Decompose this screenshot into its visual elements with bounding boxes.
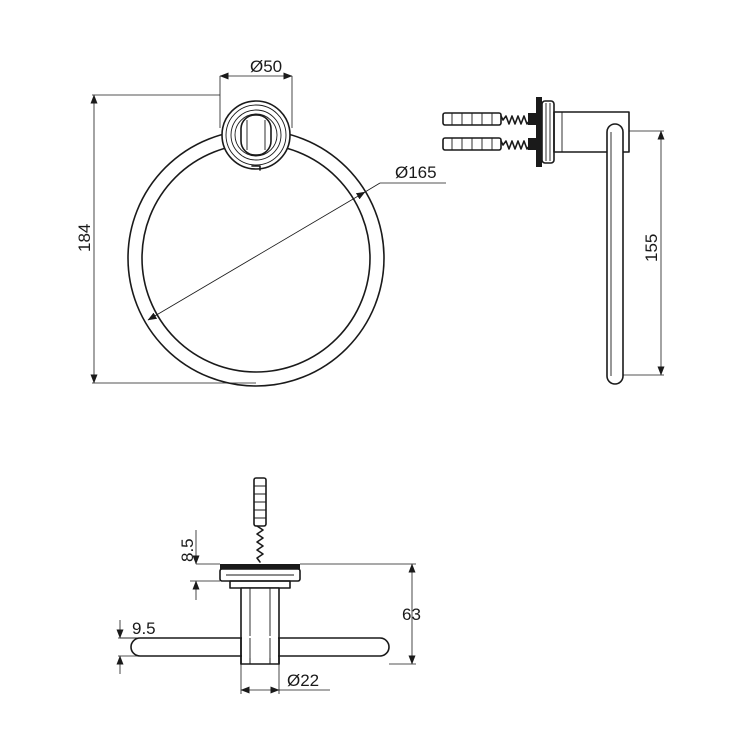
ring-drop-dimension: 155 xyxy=(623,130,665,376)
top-anchor xyxy=(253,477,267,563)
overall-height-dimension: 184 xyxy=(75,94,256,384)
wall-plate xyxy=(536,97,555,167)
ring-edge xyxy=(606,123,624,385)
top-wall-plate xyxy=(219,564,301,589)
rosette-diameter-label: Ø50 xyxy=(250,57,282,76)
top-bar xyxy=(130,636,390,665)
wall-anchor-lower xyxy=(442,137,536,151)
side-view: 155 xyxy=(442,97,665,385)
wall-anchor-upper xyxy=(442,112,536,126)
bar-thickness-label: 9.5 xyxy=(132,619,156,638)
plate-thickness-label: 8.5 xyxy=(178,538,197,562)
projection-dimension: 63 xyxy=(300,563,421,665)
ring-drop-label: 155 xyxy=(642,234,661,262)
post-diameter-dimension: Ø22 xyxy=(240,664,330,694)
front-view: Ø50 184 Ø165 xyxy=(75,57,446,387)
overall-height-label: 184 xyxy=(75,224,94,252)
projection-label: 63 xyxy=(402,605,421,624)
rosette-diameter-dimension: Ø50 xyxy=(219,57,293,128)
ring-arm xyxy=(553,111,630,153)
rosette-mount xyxy=(221,100,291,171)
post-diameter-label: Ø22 xyxy=(287,671,319,690)
ring-diameter-dimension: Ø165 xyxy=(147,163,446,321)
top-view: 8.5 63 9.5 Ø22 xyxy=(116,477,421,694)
bar-thickness-dimension: 9.5 xyxy=(116,619,160,674)
ring-diameter-label: Ø165 xyxy=(395,163,437,182)
plate-thickness-dimension: 8.5 xyxy=(178,530,220,600)
